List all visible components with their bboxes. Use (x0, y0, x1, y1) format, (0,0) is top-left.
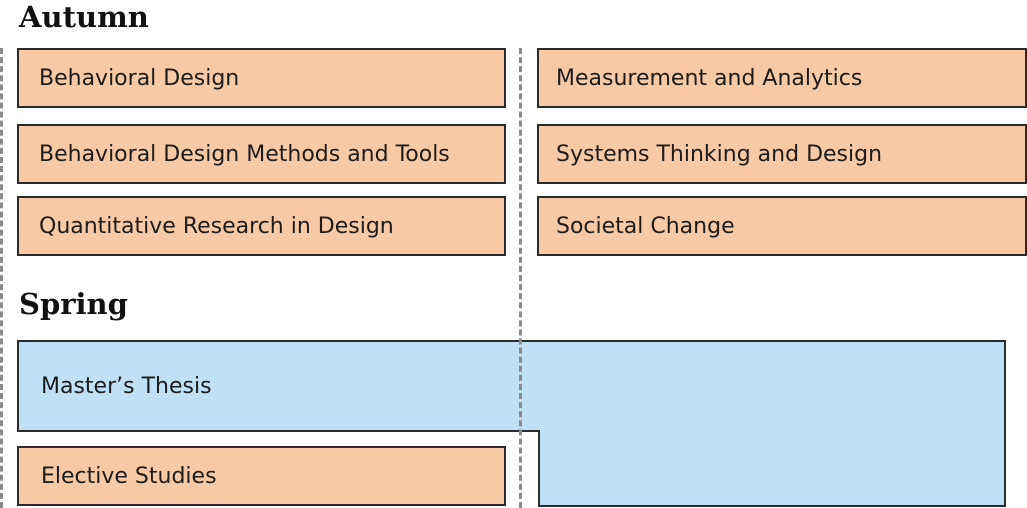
course-measurement-and-analytics: Measurement and Analytics (537, 48, 1027, 108)
masters-thesis-label: Master’s Thesis (41, 374, 212, 399)
course-systems-thinking-and-design: Systems Thinking and Design (537, 124, 1027, 184)
course-behavioral-design: Behavioral Design (17, 48, 506, 108)
course-elective-studies: Elective Studies (17, 446, 506, 506)
course-behavioral-design-methods-and-tools: Behavioral Design Methods and Tools (17, 124, 506, 184)
spring-heading: Spring (19, 287, 128, 321)
masters-thesis-shape (17, 340, 1006, 507)
left-period-divider (0, 48, 3, 508)
course-quantitative-research-in-design: Quantitative Research in Design (17, 196, 506, 256)
center-period-divider (519, 48, 522, 508)
autumn-heading: Autumn (19, 0, 149, 34)
course-societal-change: Societal Change (537, 196, 1027, 256)
